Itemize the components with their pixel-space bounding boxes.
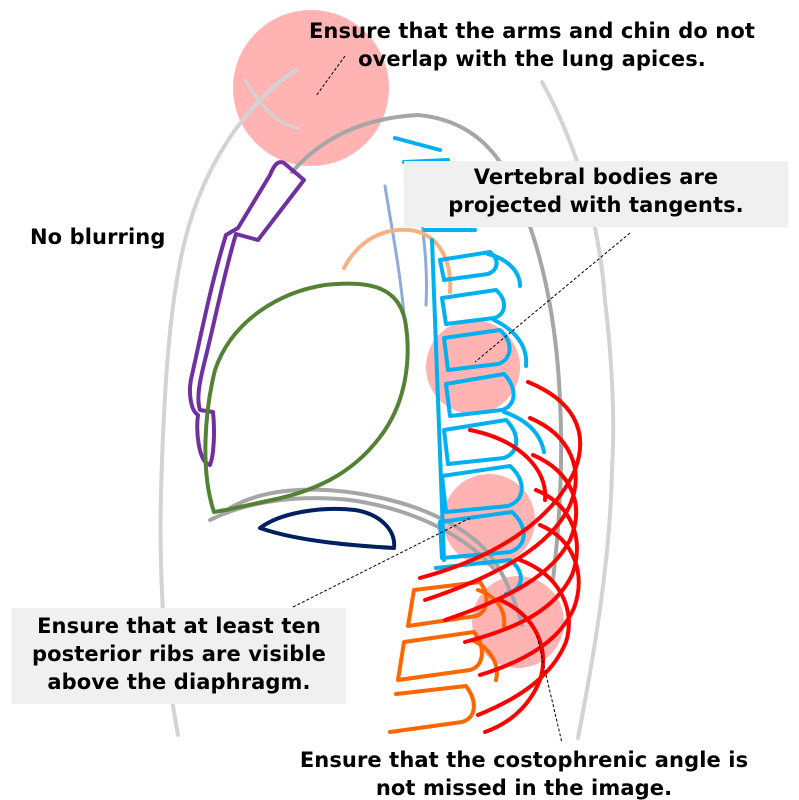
clavicle xyxy=(342,227,453,294)
annotation-arms-chin: Ensure that the arms and chin do not ove… xyxy=(308,19,756,71)
heart xyxy=(258,506,397,550)
humerus xyxy=(188,160,306,467)
annotation-no-blurring: No blurring xyxy=(30,225,166,249)
posterior-ribs xyxy=(418,380,583,734)
annotation-costophrenic-angle: Ensure that the costophrenic angle is no… xyxy=(299,748,749,800)
thoracic-spine xyxy=(393,136,546,596)
leader-lines xyxy=(292,55,631,744)
leader-ribs xyxy=(292,517,471,608)
annotation-vertebral-bodies: Vertebral bodies are projected with tang… xyxy=(404,161,788,227)
lung xyxy=(203,281,410,514)
leader-vertebral xyxy=(474,232,631,363)
leader-costophrenic xyxy=(536,635,563,744)
annotation-posterior-ribs: Ensure that at least ten posterior ribs … xyxy=(12,608,346,704)
highlight-lung-apex xyxy=(233,10,389,166)
leader-arms-chin xyxy=(315,55,346,97)
